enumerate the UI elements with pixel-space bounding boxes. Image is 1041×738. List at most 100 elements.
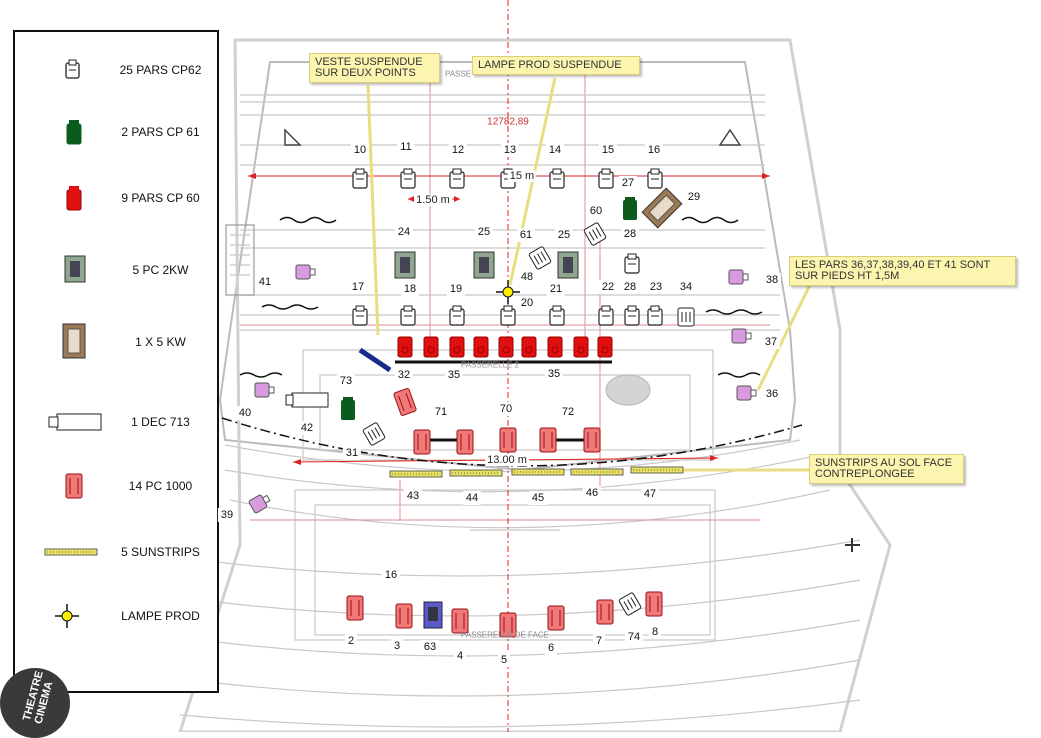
fixture-number: 38 <box>762 273 782 287</box>
legend-item-cp61: 2 PARS CP 61 <box>15 112 221 152</box>
cp60-fixture <box>547 336 563 358</box>
fixture-number: 32 <box>394 368 414 382</box>
fixture-number: 3 <box>390 639 404 653</box>
fixture-number: 4 <box>453 649 467 663</box>
architectural-drawing <box>178 38 892 732</box>
fixture-number: 28 <box>620 227 640 241</box>
fixture-number: 48 <box>517 270 537 284</box>
cp62-fixture <box>352 305 368 326</box>
fixture-number: 27 <box>618 176 638 190</box>
pied-fixture <box>254 382 275 398</box>
fixture-number: 17 <box>348 280 368 294</box>
fixture-number: 35 <box>444 368 464 382</box>
pc1000-fixture <box>547 605 565 631</box>
fixture-number: 35 <box>544 367 564 381</box>
fixture-number: 39 <box>217 508 237 522</box>
fixture-number: 74 <box>624 630 644 644</box>
fixture-number: 45 <box>528 491 548 505</box>
fixture-number: 16 <box>644 143 664 157</box>
dimension-spacing-label: 1.50 m <box>414 194 452 206</box>
fixture-number: 70 <box>496 402 516 416</box>
pied-fixture <box>731 328 752 344</box>
legend-item-sunstrips: 5 SUNSTRIPS <box>15 532 221 572</box>
fixture-number: 18 <box>400 282 420 296</box>
fixture-number: 46 <box>582 486 602 500</box>
pc1000-fixture <box>346 595 364 621</box>
cp62-fixture <box>624 305 640 326</box>
note-pars-pieds: LES PARS 36,37,38,39,40 ET 41 SONT SUR P… <box>789 256 1016 286</box>
sun-fixture <box>570 468 624 476</box>
lampe-prod-icon <box>55 604 79 628</box>
par-cp61-icon <box>66 120 82 145</box>
pc1000-fixture <box>456 429 474 455</box>
fresnel-5kw-icon <box>62 323 86 359</box>
fixture-number: 31 <box>342 446 362 460</box>
pied-fixture <box>248 494 271 514</box>
zone-passerelle-2: PASSERELLE 2 <box>460 360 520 370</box>
note-lampe-prod: LAMPE PROD SUSPENDUE <box>472 56 640 75</box>
pc2kw-fixture <box>394 251 416 279</box>
fixture-number: 41 <box>255 275 275 289</box>
blue-fixture <box>423 601 443 629</box>
cp62-fixture <box>598 168 614 189</box>
fresnel-fixture <box>641 187 683 229</box>
cp60-fixture <box>521 336 537 358</box>
fixture-number: 29 <box>684 190 704 204</box>
cp60-fixture <box>498 336 514 358</box>
fixture-number: 20 <box>517 296 537 310</box>
pc1000-fixture <box>645 591 663 617</box>
pc1000-fixture <box>393 388 417 416</box>
cp62-fixture <box>449 168 465 189</box>
legend-item-cp62: 25 PARS CP62 <box>15 50 221 90</box>
fixture-number: 10 <box>350 143 370 157</box>
cp60-fixture <box>397 336 413 358</box>
cp61-fixture <box>341 397 355 420</box>
fixture-number: 63 <box>420 640 440 654</box>
fixture-number: 60 <box>586 204 606 218</box>
cp60-fixture <box>423 336 439 358</box>
theatre-logo: THEATRE CINEMA <box>0 668 70 738</box>
fixture-number: 8 <box>648 625 662 639</box>
legend-item-lampe: LAMPE PROD <box>15 596 221 636</box>
pc1000-fixture <box>499 612 517 638</box>
fixture-number: 73 <box>336 374 356 388</box>
pc-1000-icon <box>65 473 83 499</box>
fixture-number: 6 <box>544 641 558 655</box>
legend-item-dec713: 1 DEC 713 <box>15 402 221 442</box>
fixture-number: 24 <box>394 225 414 239</box>
par-cp62-icon <box>65 59 80 79</box>
cp62-fixture <box>400 168 416 189</box>
legend-item-cp60: 9 PARS CP 60 <box>15 178 221 218</box>
pc1000-fixture <box>499 427 517 453</box>
cp62-fixture <box>352 168 368 189</box>
fixture-number: 7 <box>592 634 606 648</box>
fixture-number: 11 <box>397 140 415 154</box>
stage-edge-line <box>221 417 803 467</box>
note-veste-suspendue: VESTE SUSPENDUE SUR DEUX POINTS <box>309 53 440 83</box>
cp62-fixture <box>624 253 640 274</box>
sunstrip-icon <box>44 548 98 556</box>
fixture-number: 61 <box>516 228 536 242</box>
cp62-fixture <box>647 168 663 189</box>
pc-2kw-icon <box>64 255 86 283</box>
cp60-fixture <box>449 336 465 358</box>
fixture-number: 44 <box>462 491 482 505</box>
sun-fixture <box>630 466 684 474</box>
pc2kw-fixture <box>473 251 495 279</box>
lampe-fixture <box>496 280 520 304</box>
fixture-number: 42 <box>297 421 317 435</box>
fixture-number: 14 <box>545 143 565 157</box>
cp60-fixture <box>597 336 613 358</box>
fixture-number: 2 <box>344 634 358 648</box>
note-sunstrips: SUNSTRIPS AU SOL FACE CONTREPLONGEE <box>809 454 964 484</box>
fixture-number: 47 <box>640 487 660 501</box>
fixture-number: 37 <box>761 335 781 349</box>
cp62-fixture <box>400 305 416 326</box>
sun-fixture <box>449 469 503 477</box>
white-fixture <box>677 307 695 327</box>
fixture-number: 34 <box>676 280 696 294</box>
sun-fixture <box>511 468 565 476</box>
sun-fixture <box>389 470 443 478</box>
fixture-number: 36 <box>762 387 782 401</box>
